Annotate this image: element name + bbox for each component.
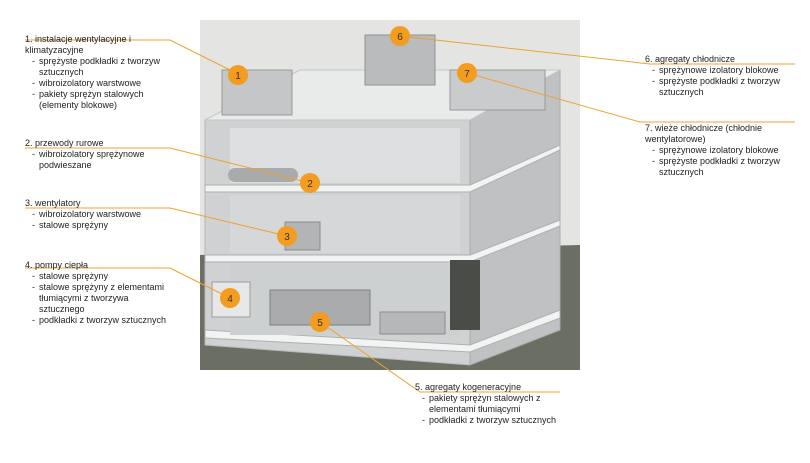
callout-item: stalowe sprężyny <box>32 220 175 231</box>
callout-ventilation: 1. instalacje wentylacyjne i klimatyzacy… <box>25 34 175 111</box>
suspended-pipes <box>228 168 298 182</box>
callout-chillers: 6. agregaty chłodnicze sprężynowe izolat… <box>645 54 800 98</box>
badge-4: 4 <box>220 288 240 308</box>
callout-fans: 3. wentylatory wibroizolatory warstwowe … <box>25 198 175 231</box>
callout-title: 7. wieże chłodnicze (chłodnie wentylator… <box>645 123 763 144</box>
callout-cooling-towers: 7. wieże chłodnicze (chłodnie wentylator… <box>645 123 800 178</box>
leader-line-3 <box>25 207 288 237</box>
callout-title: 6. agregaty chłodnicze <box>645 54 736 64</box>
callout-item: wibroizolatory warstwowe <box>32 209 175 220</box>
callout-item: pakiety sprężyn stalowych z elementami t… <box>422 393 565 415</box>
badge-6: 6 <box>390 26 410 46</box>
leader-line-7 <box>466 72 795 123</box>
badge-3: 3 <box>277 226 297 246</box>
svg-text:5: 5 <box>317 318 323 329</box>
callout-title: 5. agregaty kogeneracyjne <box>415 382 522 392</box>
callout-item: sprężyste podkładki z tworzyw sztucznych <box>32 56 175 78</box>
floor-slab-middle <box>204 219 561 263</box>
callout-heat-pumps: 4. pompy ciepła stalowe sprężyny stalowe… <box>25 260 175 326</box>
callout-item: stalowe sprężyny <box>32 271 175 282</box>
floor-slab-upper <box>204 144 561 193</box>
callout-item: podkładki z tworzyw sztucznych <box>32 315 175 326</box>
callout-title: 3. wentylatory <box>25 198 81 208</box>
callout-item: wibroizolatory sprężynowe podwieszane <box>32 149 175 171</box>
callout-item: pakiety sprężyn stalowych (elementy blok… <box>32 89 175 111</box>
callout-title: 4. pompy ciepła <box>25 260 89 270</box>
callout-cogeneration: 5. agregaty kogeneracyjne pakiety spręży… <box>415 382 565 426</box>
callout-item: stalowe sprężyny z elementami tłumiącymi… <box>32 282 175 315</box>
interior-wall-mid <box>230 195 460 253</box>
svg-text:7: 7 <box>464 69 470 80</box>
callout-item: podkładki z tworzyw sztucznych <box>422 415 565 426</box>
svg-text:2: 2 <box>307 179 313 190</box>
callout-title: 2. przewody rurowe <box>25 138 104 148</box>
callout-item: sprężyste podkładki z tworzyw sztucznych <box>652 76 800 98</box>
svg-text:6: 6 <box>397 32 403 43</box>
svg-text:1: 1 <box>235 71 241 82</box>
elevator-shaft <box>450 260 480 330</box>
callout-item: sprężynowe izolatory blokowe <box>652 65 800 76</box>
callout-title: 1. instalacje wentylacyjne i klimatyzacy… <box>25 34 132 55</box>
callout-item: wibroizolatory warstwowe <box>32 78 175 89</box>
leader-line-6 <box>399 35 795 65</box>
leader-line-2 <box>25 147 311 184</box>
badge-2: 2 <box>300 173 320 193</box>
leader-line-5 <box>319 321 560 393</box>
callout-item: sprężyste podkładki z tworzyw sztucznych <box>652 156 800 178</box>
leader-line-4 <box>25 267 231 299</box>
svg-text:4: 4 <box>227 294 233 305</box>
pump-set <box>379 311 446 335</box>
callout-item: sprężynowe izolatory blokowe <box>652 145 800 156</box>
badge-7: 7 <box>457 63 477 83</box>
svg-text:3: 3 <box>284 232 290 243</box>
badge-5: 5 <box>310 312 330 332</box>
callout-pipes: 2. przewody rurowe wibroizolatory spręży… <box>25 138 175 171</box>
floor-slab-base <box>204 309 561 353</box>
badge-1: 1 <box>228 65 248 85</box>
leader-line-1 <box>25 39 241 76</box>
